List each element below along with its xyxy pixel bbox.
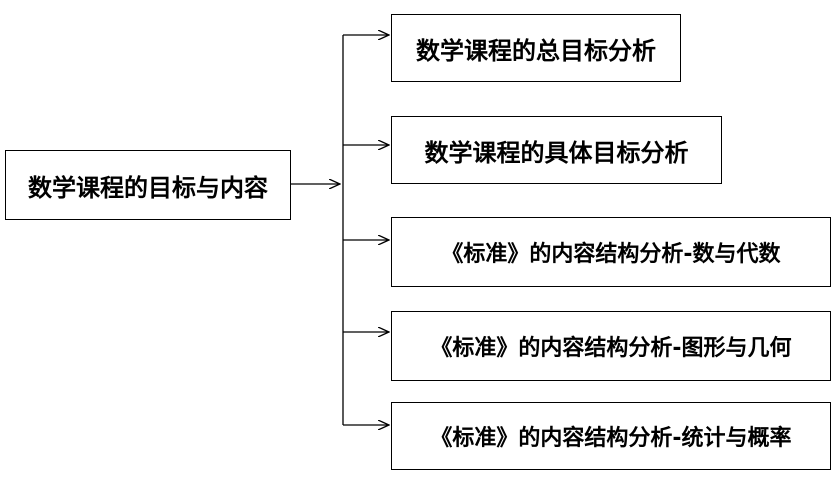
child-node-overall-goals: 数学课程的总目标分析 (391, 14, 681, 82)
child-node-number-algebra: 《标准》的内容结构分析-数与代数 (391, 217, 831, 287)
child-node-label: 数学课程的总目标分析 (416, 36, 656, 65)
child-node-specific-goals: 数学课程的具体目标分析 (391, 116, 722, 184)
root-node: 数学课程的目标与内容 (5, 150, 291, 220)
child-node-statistics: 《标准》的内容结构分析-统计与概率 (391, 402, 831, 470)
root-node-label: 数学课程的目标与内容 (28, 173, 268, 202)
child-node-geometry: 《标准》的内容结构分析-图形与几何 (391, 311, 831, 381)
child-node-label: 数学课程的具体目标分析 (424, 138, 689, 167)
child-node-label: 《标准》的内容结构分析-数与代数 (441, 242, 781, 267)
child-node-label: 《标准》的内容结构分析-图形与几何 (430, 336, 792, 361)
child-node-label: 《标准》的内容结构分析-统计与概率 (430, 426, 792, 451)
